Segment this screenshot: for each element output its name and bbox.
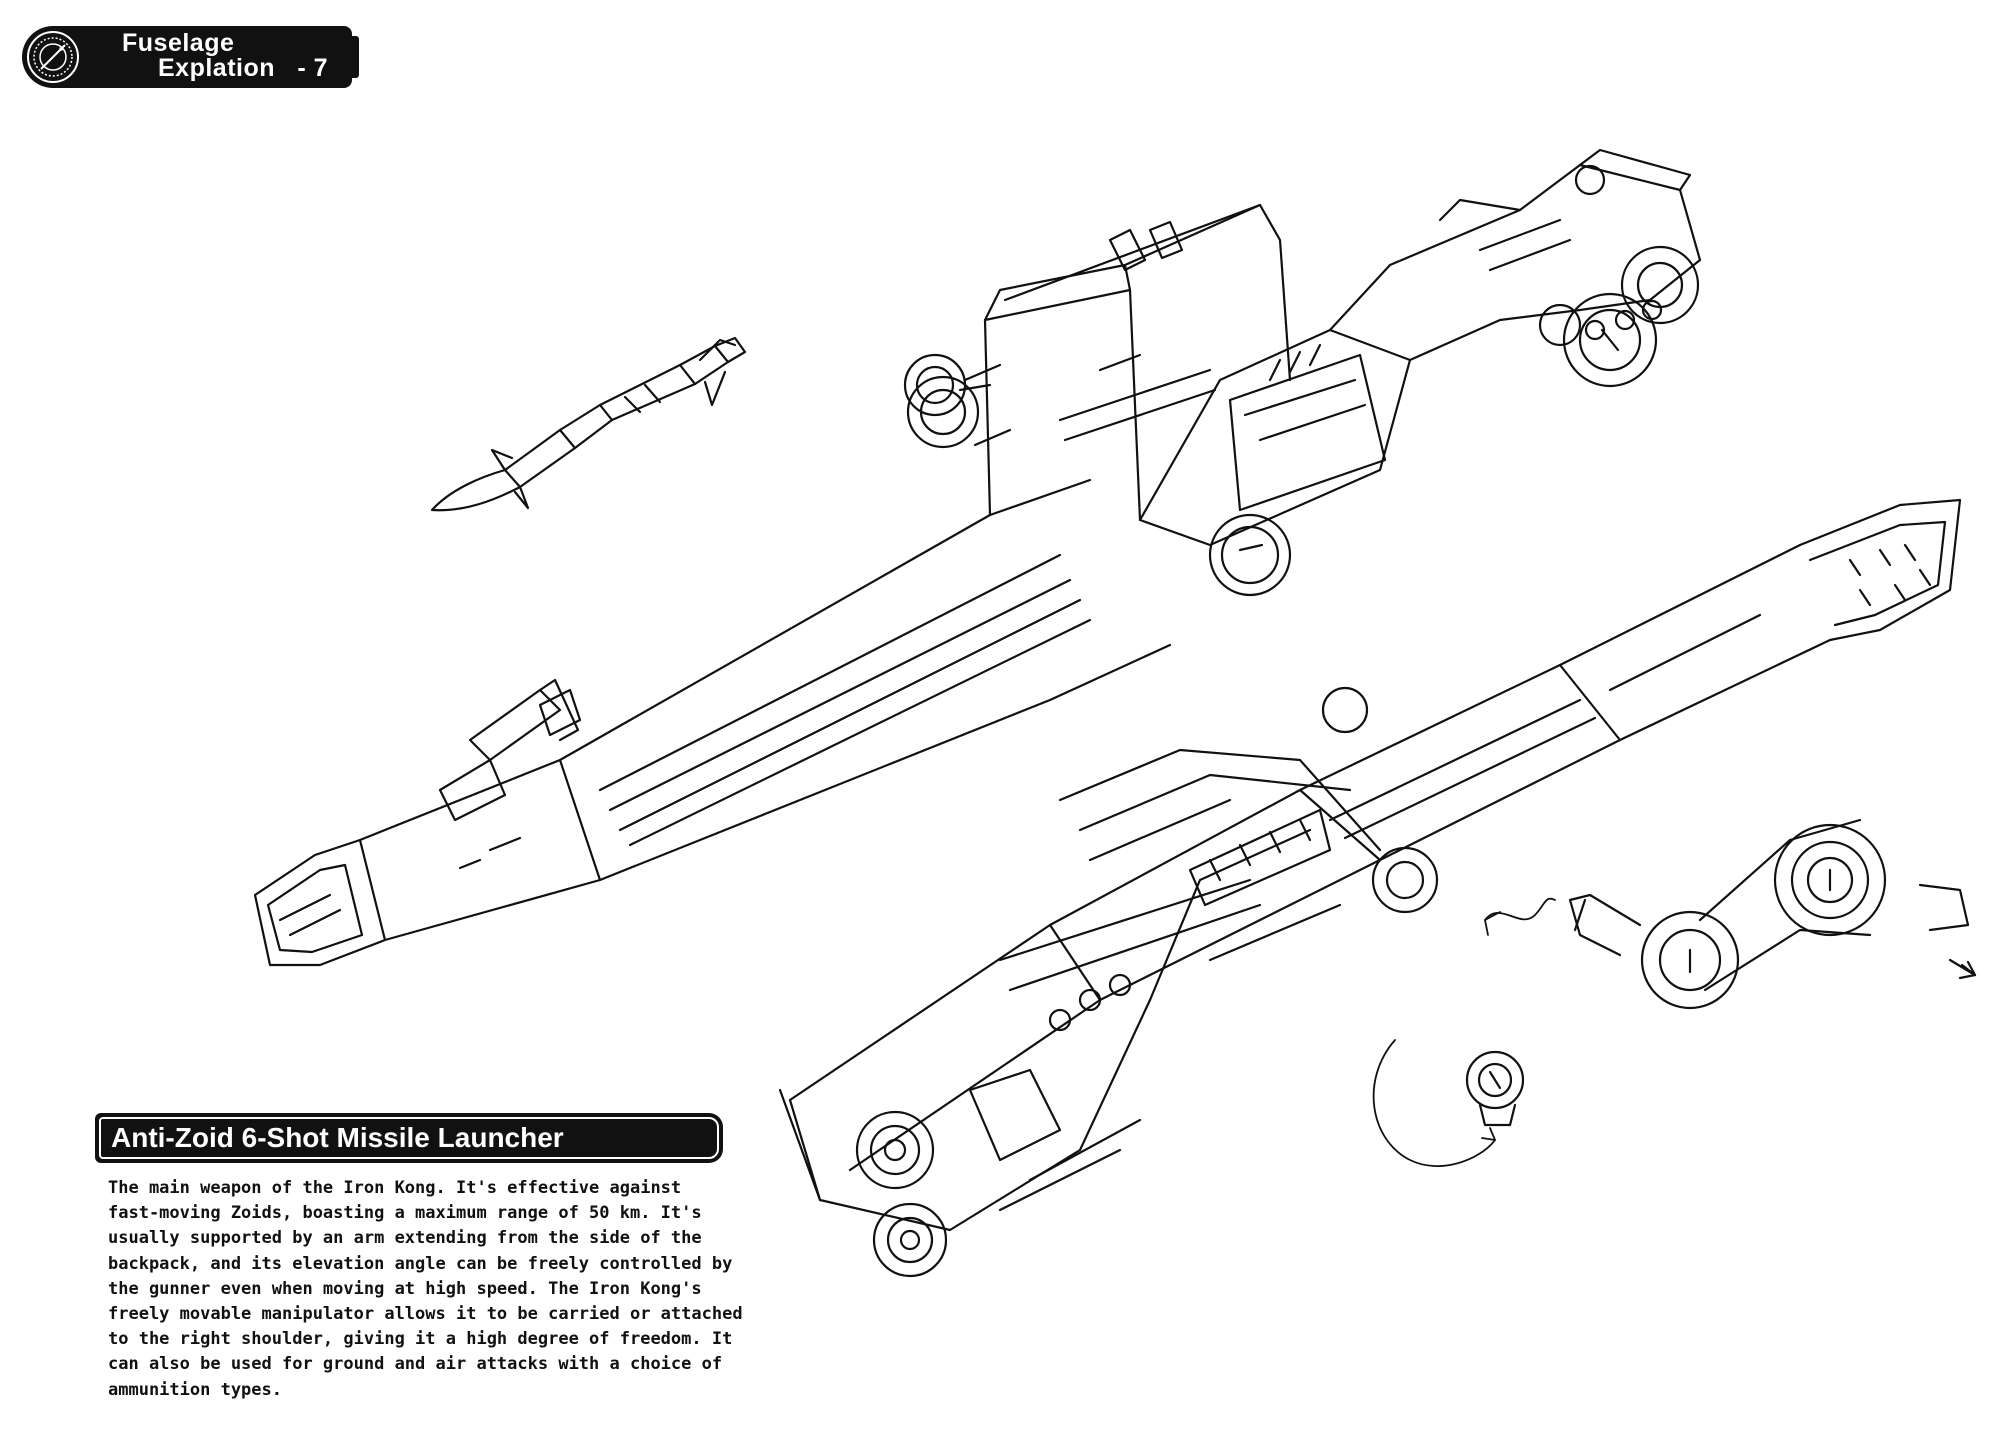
- connector-part: [1465, 1050, 1525, 1127]
- compass-emblem-icon: [27, 31, 79, 83]
- section-title: Anti-Zoid 6-Shot Missile Launcher: [111, 1122, 564, 1153]
- header-title-line2: Explation - 7: [158, 54, 328, 82]
- page-number: - 7: [297, 54, 329, 82]
- missile-launcher-bottom-view: [778, 498, 1962, 1278]
- section-title-bar: Anti-Zoid 6-Shot Missile Launcher: [95, 1113, 723, 1163]
- motion-arrows: [1372, 897, 1556, 1167]
- section-description: The main weapon of the Iron Kong. It's e…: [108, 1178, 743, 1400]
- page-header-badge: Fuselage Explation - 7: [22, 26, 359, 88]
- header-title-line1: Fuselage: [122, 29, 235, 57]
- header-subtitle: Explation: [158, 54, 276, 82]
- mounting-joint: [1568, 818, 1977, 1010]
- missile-launcher-top-view: [253, 148, 1702, 967]
- missile: [430, 336, 747, 512]
